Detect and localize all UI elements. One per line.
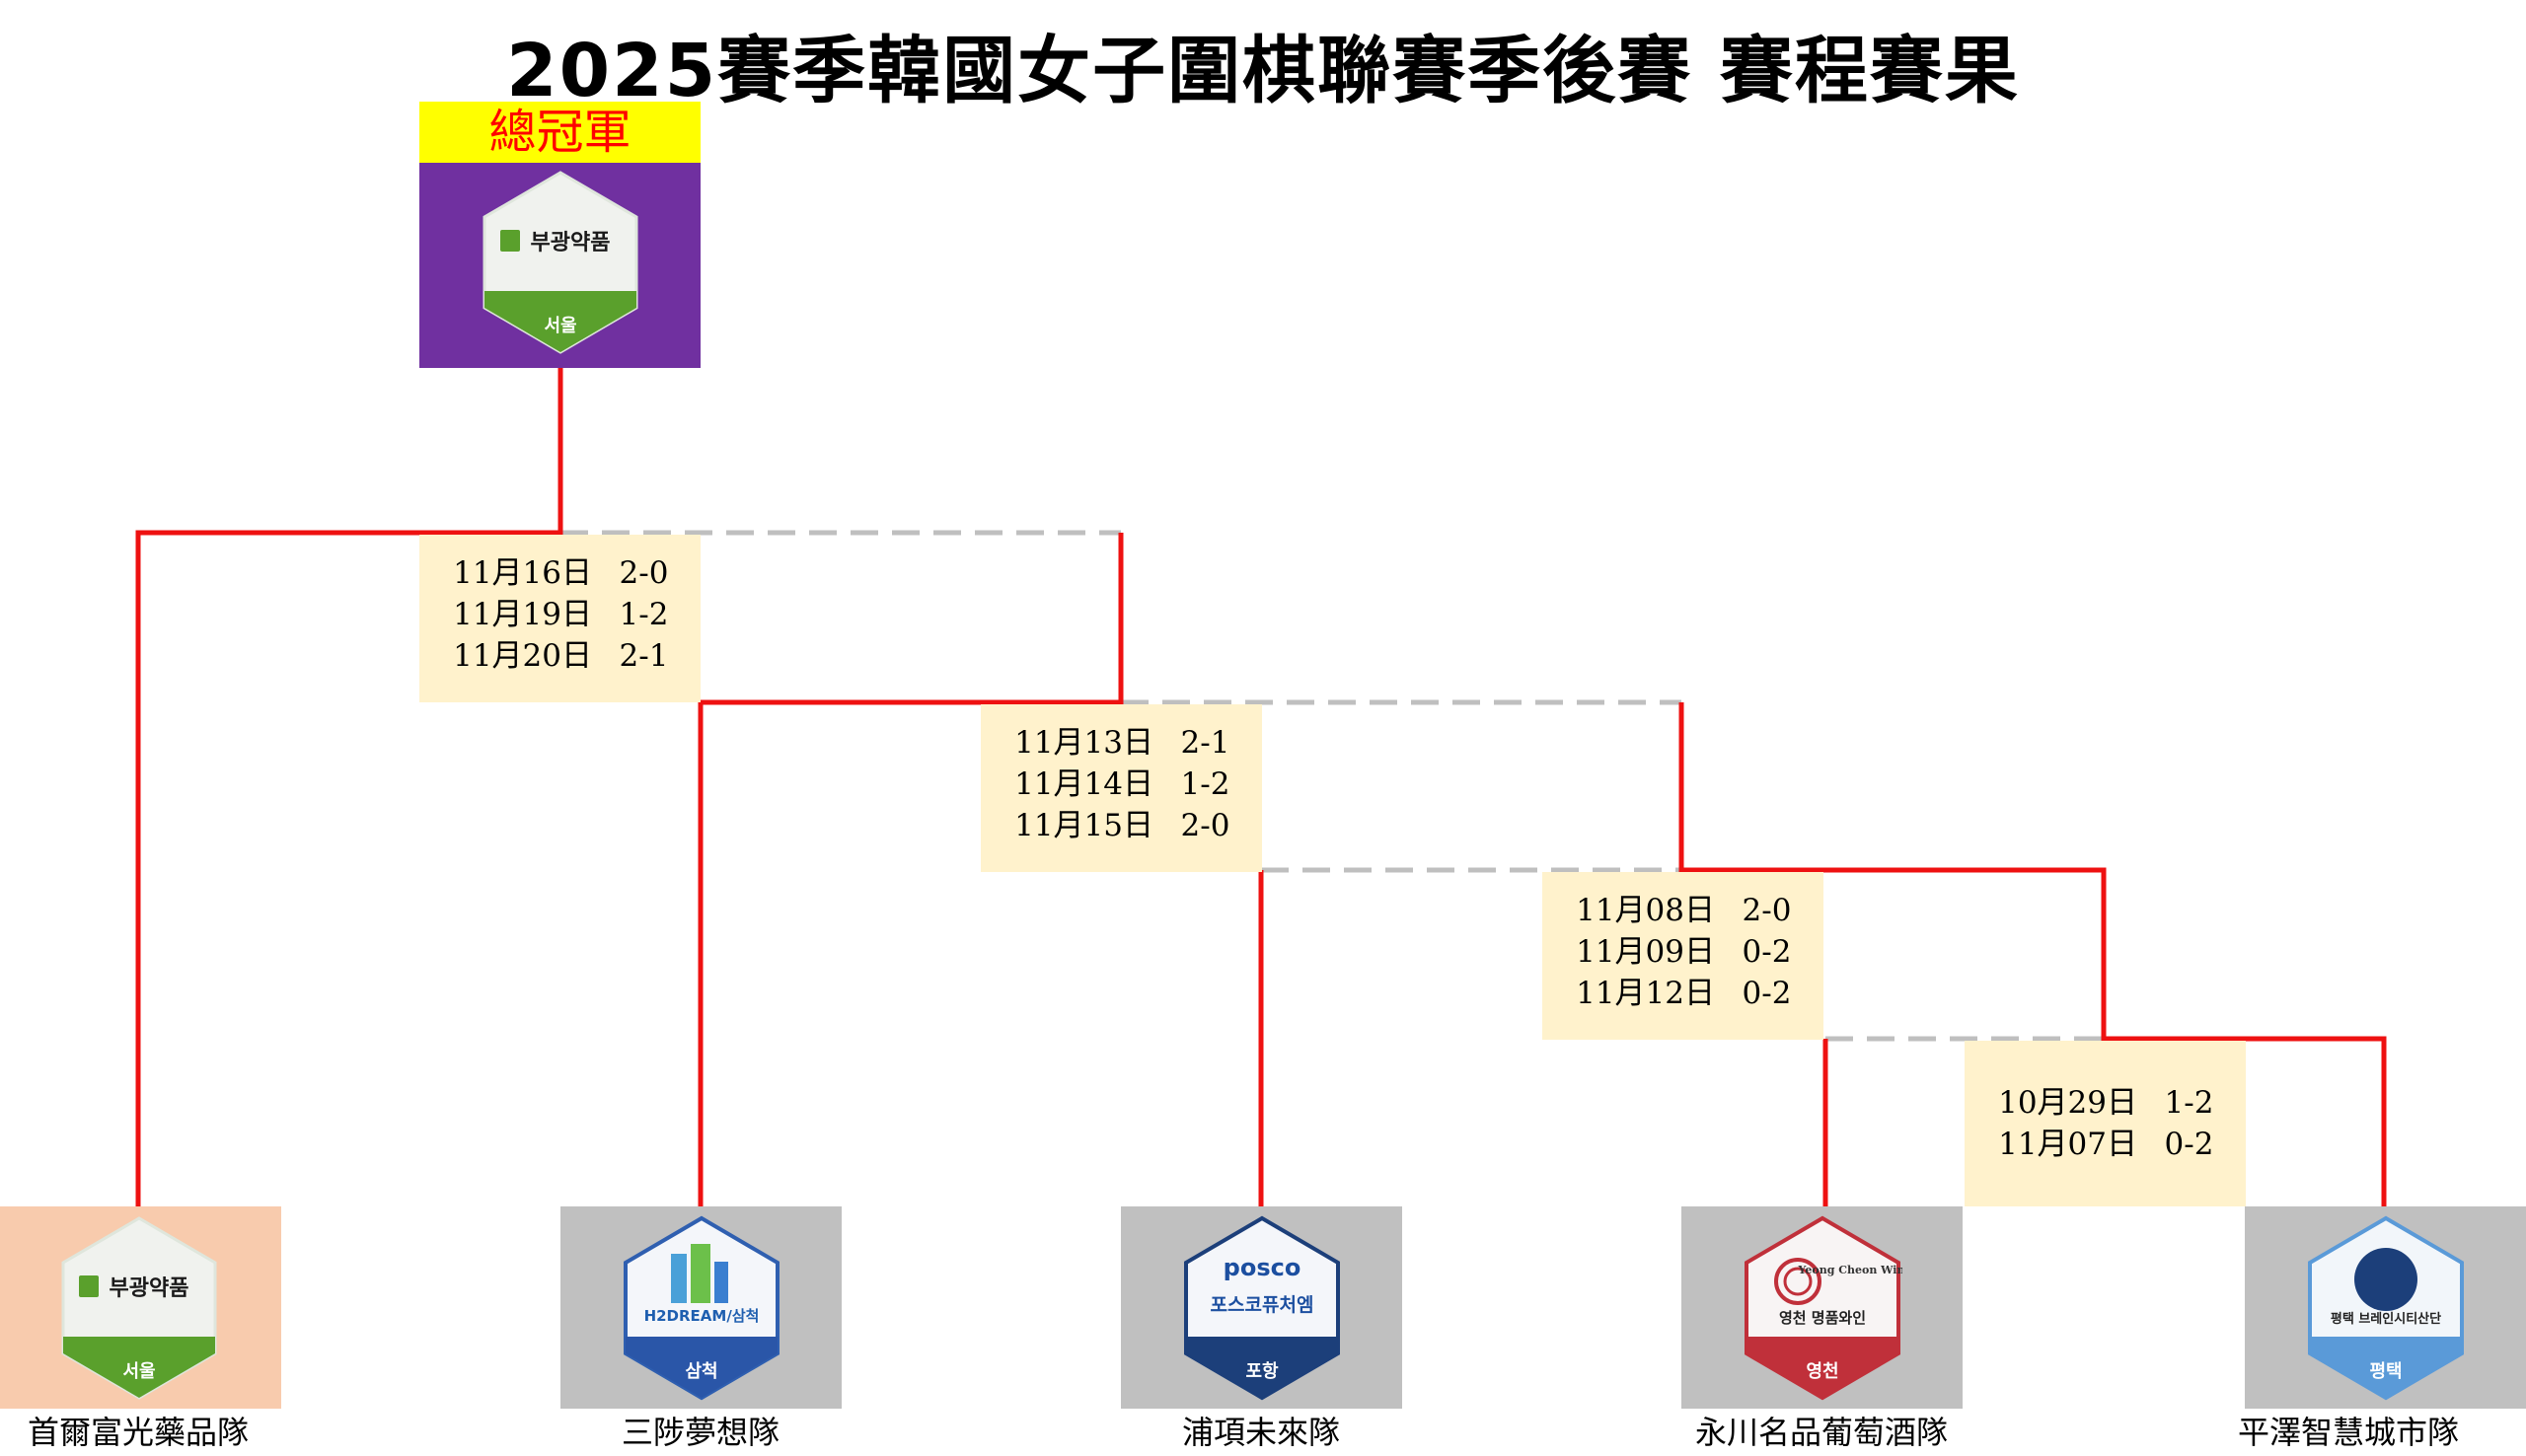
team-name-pohang: 浦項未來隊 (1181, 1414, 1340, 1451)
seoul-city-label: 서울 (544, 316, 576, 336)
page-title: 2025賽季韓國女子圍棋聯賽季後賽 賽程賽果 (506, 29, 2020, 113)
team-logo-text-top: posco (1224, 1254, 1301, 1281)
team-city-label: 서울 (122, 1361, 155, 1382)
champion-box: 總冠軍 부광약품 서울 (419, 102, 701, 368)
samcheok-team-logo: H2DREAM/삼척 삼척 (624, 1215, 780, 1401)
team-box-yeongcheon: Yeong Cheon Wine 영천 명품와인 영천 (1681, 1206, 1963, 1409)
game-score: 2-0 (619, 555, 669, 591)
seoul-team-logo: 부광약품 서울 (61, 1216, 217, 1400)
score-row: 11月14日 1-2 (981, 764, 1262, 805)
pohang-team-logo: posco 포스코퓨처엠 포항 (1184, 1215, 1340, 1401)
game-date: 11月16日 (453, 555, 592, 591)
game-date: 11月12日 (1576, 976, 1715, 1011)
yeongcheon-team-logo: Yeong Cheon Wine 영천 명품와인 영천 (1745, 1215, 1902, 1401)
winner-line (135, 368, 563, 1206)
game-score: 0-2 (1742, 934, 1792, 970)
team-name-yeongcheon: 永川名品葡萄酒隊 (1694, 1414, 1948, 1451)
team-box-pohang: posco 포스코퓨처엠 포항 (1121, 1206, 1402, 1409)
team-box-samcheok: H2DREAM/삼척 삼척 (560, 1206, 842, 1409)
wildcard-score-box: 10月29日 1-2 11月07日 0-2 (1965, 1041, 2246, 1206)
score-row: 11月15日 2-0 (981, 805, 1262, 846)
seoul-logo-text: 부광약품 (531, 231, 611, 255)
score-row: 11月16日 2-0 (419, 552, 701, 594)
game-date: 11月07日 (1998, 1127, 2137, 1162)
score-row: 11月07日 0-2 (1965, 1124, 2246, 1165)
game-date: 11月09日 (1576, 934, 1715, 970)
score-row: 11月20日 2-1 (419, 635, 701, 677)
game-score: 0-2 (1742, 976, 1792, 1011)
final-score-box: 11月16日 2-0 11月19日 1-2 11月20日 2-1 (419, 535, 701, 702)
team-name-pyeongtaek: 平澤智慧城市隊 (2237, 1414, 2459, 1451)
game-date: 11月14日 (1014, 766, 1153, 802)
semi-score-box: 11月13日 2-1 11月14日 1-2 11月15日 2-0 (981, 704, 1262, 872)
team-logo-text: 부광약품 (110, 1276, 189, 1301)
team-city-label: 평택 (2369, 1361, 2402, 1382)
game-date: 11月08日 (1576, 893, 1715, 928)
game-score: 2-0 (1180, 808, 1230, 843)
team-city-label: 포항 (1245, 1361, 1279, 1382)
game-date: 10月29日 (1998, 1085, 2137, 1121)
game-score: 2-1 (1180, 725, 1230, 761)
game-score: 2-0 (1742, 893, 1792, 928)
game-score: 1-2 (619, 597, 669, 632)
score-row: 11月12日 0-2 (1542, 973, 1823, 1014)
team-box-seoul: 부광약품 서울 (0, 1206, 281, 1409)
score-row: 11月19日 1-2 (419, 594, 701, 635)
game-date: 11月20日 (453, 638, 592, 674)
score-row: 10月29日 1-2 (1965, 1082, 2246, 1124)
pyeongtaek-team-logo: 평택 브레인시티산단 평택 (2308, 1215, 2464, 1401)
game-date: 11月19日 (453, 597, 592, 632)
game-score: 1-2 (2164, 1085, 2214, 1121)
team-logo-text: 평택 브레인시티산단 (2331, 1311, 2441, 1327)
team-name-samcheok: 三陟夢想隊 (621, 1414, 780, 1451)
score-row: 11月08日 2-0 (1542, 890, 1823, 931)
game-date: 11月13日 (1014, 725, 1153, 761)
winner-line (1678, 702, 2387, 1206)
score-row: 11月13日 2-1 (981, 722, 1262, 764)
team-logo-text-top: Yeong Cheon Wine (1797, 1264, 1902, 1276)
team-name-seoul: 首爾富光藥品隊 (27, 1414, 249, 1451)
game-score: 0-2 (2164, 1127, 2214, 1162)
team-city-label: 삼척 (685, 1361, 717, 1382)
quarter-score-box: 11月08日 2-0 11月09日 0-2 11月12日 0-2 (1542, 872, 1823, 1040)
team-logo-text: H2DREAM/삼척 (644, 1307, 760, 1325)
seoul-team-logo: 부광약품 서울 (483, 171, 638, 354)
game-date: 11月15日 (1014, 808, 1153, 843)
team-logo-text: 영천 명품와인 (1779, 1309, 1866, 1327)
team-logo-text: 포스코퓨처엠 (1211, 1294, 1314, 1316)
winner-line (698, 533, 1124, 1206)
game-score: 2-1 (619, 638, 669, 674)
score-row: 11月09日 0-2 (1542, 931, 1823, 973)
champion-label: 總冠軍 (419, 102, 701, 163)
team-city-label: 영천 (1806, 1361, 1838, 1382)
team-box-pyeongtaek: 평택 브레인시티산단 평택 (2245, 1206, 2526, 1409)
game-score: 1-2 (1180, 766, 1230, 802)
